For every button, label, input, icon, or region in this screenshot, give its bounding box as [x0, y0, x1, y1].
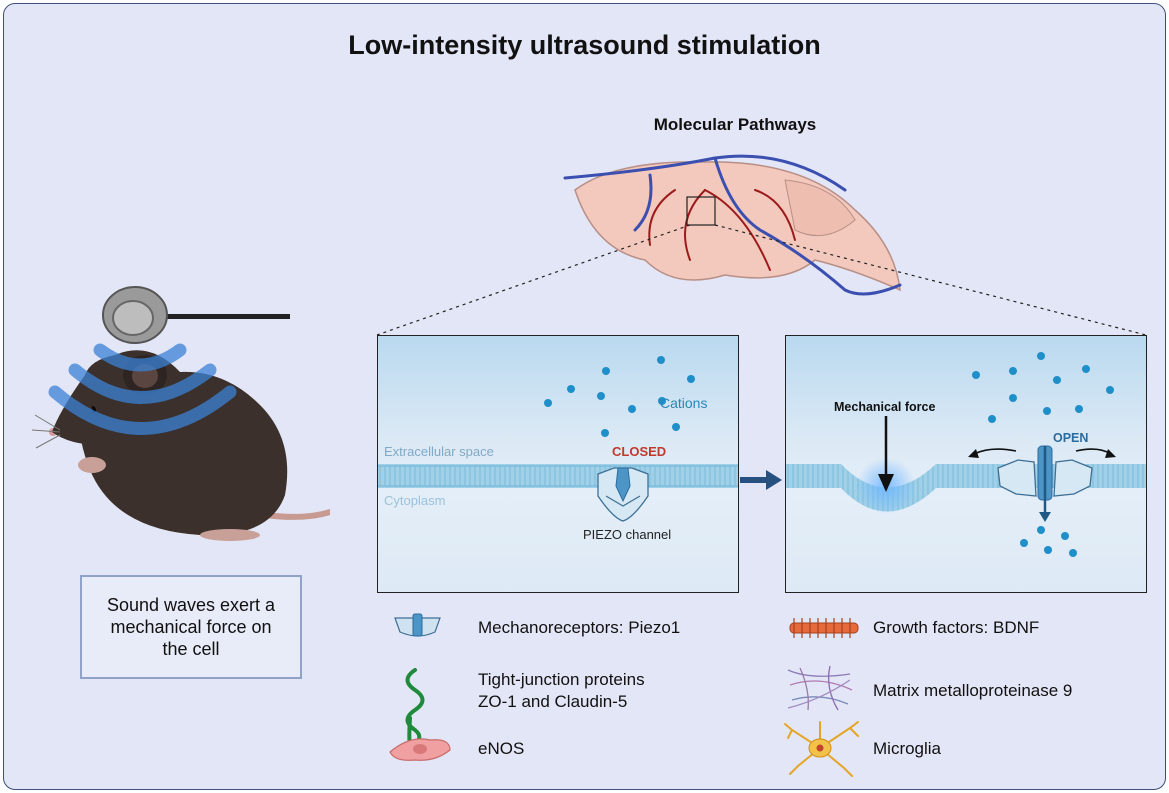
tight-junction-icon: [405, 668, 425, 749]
open-state-label: OPEN: [1053, 431, 1089, 445]
microglia-icon: [784, 721, 859, 777]
legend-piezo1: Mechanoreceptors: Piezo1: [478, 618, 681, 637]
figure-title: Low-intensity ultrasound stimulation: [348, 30, 821, 60]
molecular-pathways-heading: Molecular Pathways: [653, 115, 817, 134]
bdnf-icon: [789, 618, 859, 638]
legend-icons: [389, 613, 859, 777]
cation-dots: [544, 356, 695, 437]
ultrasound-waves: [48, 343, 237, 435]
cation-dots-outside: [972, 352, 1114, 423]
brain-veins: [563, 154, 902, 296]
closed-panel-drawing: [378, 356, 738, 522]
legend-tight-junction-line1: Tight-junction proteins: [478, 670, 645, 689]
piezo-channel-label: PIEZO channel: [583, 527, 672, 542]
panel-closed-channel: Cations Extracellular space Cytoplasm CL…: [377, 335, 739, 593]
outward-arrow-left: [973, 448, 1017, 455]
piezo-channel-open: [997, 445, 1093, 522]
open-panel-drawing: [786, 352, 1146, 557]
closed-state-label: CLOSED: [612, 444, 667, 459]
transition-arrowhead: [766, 470, 782, 490]
cations-label: Cations: [660, 395, 708, 411]
mouse-front-paw: [78, 457, 106, 473]
legend-mmp9: Matrix metalloproteinase 9: [873, 681, 1073, 700]
caption-text: Sound waves exert a mechanical force on …: [106, 595, 276, 659]
zoom-box: [686, 196, 716, 226]
legend-microglia: Microglia: [873, 739, 942, 758]
mouse-whiskers: [31, 414, 61, 449]
brain-illustration: [563, 154, 902, 296]
caption-box: Sound waves exert a mechanical force on …: [80, 575, 302, 679]
piezo-channel-closed: [597, 467, 649, 522]
panel-open-channel: Mechanical force OPEN: [785, 335, 1147, 593]
mechanical-force-label: Mechanical force: [834, 400, 936, 414]
transducer-cable: [155, 314, 290, 319]
mouse-illustration: [31, 286, 330, 541]
cation-dots-inside: [1020, 526, 1077, 557]
legend-tight-junction-line2: ZO-1 and Claudin-5: [478, 692, 628, 711]
mmp9-icon: [787, 665, 853, 711]
legend-bdnf: Growth factors: BDNF: [873, 618, 1040, 637]
cerebellum: [784, 179, 856, 237]
outward-arrow-right: [1075, 448, 1112, 455]
mouse-tail: [262, 509, 330, 520]
piezo1-icon: [394, 613, 441, 637]
cytoplasm-label: Cytoplasm: [384, 493, 446, 508]
extracellular-space-label: Extracellular space: [384, 444, 494, 459]
mouse-hind-paw: [200, 529, 260, 541]
legend-enos: eNOS: [478, 739, 525, 758]
